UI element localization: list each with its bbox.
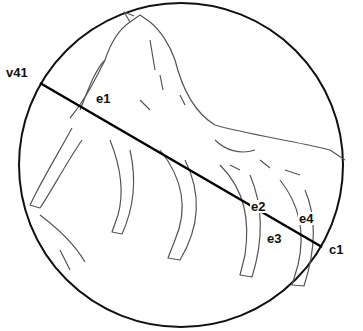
- point-label: e1: [95, 92, 111, 105]
- point-label: e2: [250, 200, 266, 213]
- endpoint-label: c1: [328, 243, 344, 256]
- point-label: e4: [298, 212, 314, 225]
- cut-line: [40, 83, 322, 247]
- boundary-circle: [19, 3, 343, 327]
- horse-sketch: [30, 12, 345, 286]
- point-label: e3: [266, 232, 282, 245]
- endpoint-label: v41: [5, 66, 29, 79]
